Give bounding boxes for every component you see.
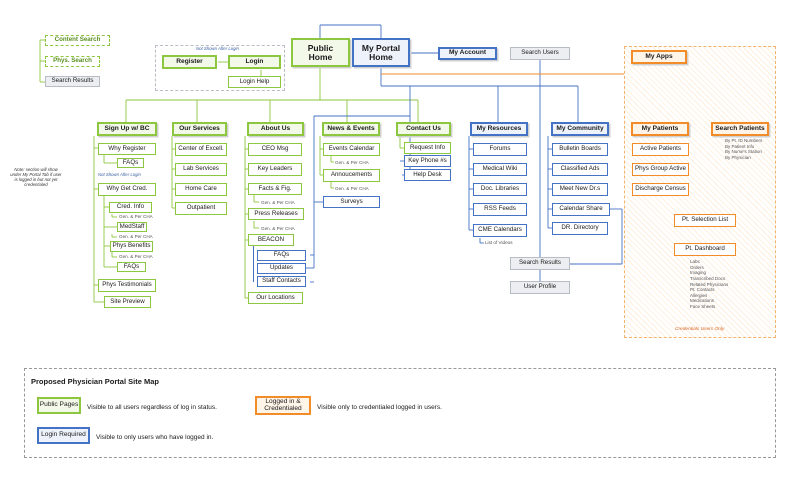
my-account-node[interactable]: My Account: [438, 47, 497, 60]
search-users-node[interactable]: Search Users: [510, 47, 570, 60]
community-item[interactable]: Classified Ads: [552, 163, 608, 176]
service-item[interactable]: Outpatient: [175, 202, 227, 215]
service-item[interactable]: Lab Services: [175, 163, 227, 176]
pt-dashboard-node[interactable]: Pt. Dashboard: [674, 243, 736, 256]
surveys-node[interactable]: Surveys: [323, 196, 380, 208]
ceo-msg-node[interactable]: CEO Msg: [248, 143, 302, 156]
press-sub: Gen. & Per CHA: [261, 226, 295, 231]
resource-item[interactable]: Forums: [473, 143, 527, 156]
medstaff-node[interactable]: MedStaff: [117, 222, 147, 232]
community-item[interactable]: Bulletin Boards: [552, 143, 608, 156]
site-preview-node[interactable]: Site Preview: [104, 296, 151, 308]
global-search-results[interactable]: Search Results: [45, 76, 100, 87]
credential-side-note: Note: section will show under My Portal …: [10, 167, 62, 187]
login-button[interactable]: Login: [228, 55, 281, 69]
sign-up-node[interactable]: Sign Up w/ BC: [97, 122, 157, 136]
my-resources-node[interactable]: My Resources: [470, 122, 528, 136]
content-search-link[interactable]: Content Search: [45, 35, 110, 46]
patient-list-item[interactable]: Discharge Census: [632, 183, 689, 196]
legend-login-desc: Visible to only users who have logged in…: [96, 434, 214, 441]
legend-cred-desc: Visible only to credentialed logged in u…: [317, 404, 442, 411]
help-desk-node[interactable]: Help Desk: [404, 169, 451, 181]
key-phone-node[interactable]: Key Phone #s: [404, 155, 451, 167]
search-patients-node[interactable]: Search Patients: [711, 122, 769, 136]
legend: Proposed Physician Portal Site Map Publi…: [24, 368, 776, 458]
resource-item[interactable]: CME Calendars: [473, 224, 527, 237]
resource-item[interactable]: Doc. Libraries: [473, 183, 527, 196]
cme-sub: List of Videos: [485, 240, 513, 245]
user-profile-node[interactable]: User Profile: [510, 281, 570, 294]
pt-selection-list-node[interactable]: Pt. Selection List: [674, 214, 736, 227]
login-help-link[interactable]: Login Help: [228, 76, 281, 88]
request-info-node[interactable]: Request Info: [404, 142, 451, 154]
events-calendar-node[interactable]: Events Calendar: [323, 143, 380, 156]
facts-node[interactable]: Facts & Fig.: [248, 183, 302, 195]
legend-public-desc: Visible to all users regardless of log i…: [87, 404, 217, 411]
signup-faqs-node[interactable]: FAQs: [117, 158, 144, 168]
key-leaders-node[interactable]: Key Leaders: [248, 163, 302, 176]
why-get-cred-node[interactable]: Why Get Cred.: [98, 183, 156, 196]
not-shown-after-login-note: Not Shown After Login: [196, 46, 239, 51]
patient-list-item[interactable]: Phys Group Active: [632, 163, 689, 176]
our-locations-node[interactable]: Our Locations: [248, 292, 303, 304]
legend-cred-swatch: Logged in & Credentialed: [255, 396, 311, 415]
signup-not-shown-note: Not Shown After Login: [98, 172, 141, 177]
legend-title: Proposed Physician Portal Site Map: [31, 377, 159, 386]
beacon-updates-node[interactable]: Updates: [257, 263, 306, 274]
beacon-faqs-node[interactable]: FAQs: [257, 250, 306, 261]
phys-benefits-sub: Gen. & Per CHA: [119, 254, 153, 259]
signup-faqs2-node[interactable]: FAQs: [117, 262, 146, 272]
search-patients-options: By Pt. ID Numbers By Patient Info By Nur…: [725, 138, 763, 160]
service-item[interactable]: Center of Excell.: [175, 143, 227, 156]
dashboard-items: Labs Orders Imaging Transcribed Docs Rel…: [690, 259, 729, 309]
about-us-node[interactable]: About Us: [247, 122, 304, 136]
my-apps-node[interactable]: My Apps: [631, 50, 687, 64]
staff-contacts-node[interactable]: Staff Contacts: [257, 276, 306, 287]
public-home-node[interactable]: Public Home: [291, 38, 350, 67]
service-item[interactable]: Home Care: [175, 183, 227, 196]
cred-info-node[interactable]: Cred. Info: [109, 202, 152, 213]
credentials-only-label: Credentials Users Only: [675, 327, 725, 332]
my-portal-home-node[interactable]: My Portal Home: [352, 38, 410, 67]
community-item[interactable]: DR. Directory: [552, 222, 608, 235]
legend-public-swatch: Public Pages: [37, 397, 81, 414]
press-releases-node[interactable]: Press Releases: [248, 208, 304, 220]
why-register-node[interactable]: Why Register: [98, 143, 156, 155]
phys-testimonials-node[interactable]: Phys Testimonials: [98, 279, 156, 292]
community-item[interactable]: Calendar Share: [552, 203, 610, 216]
my-community-node[interactable]: My Community: [551, 122, 609, 136]
my-patients-node[interactable]: My Patients: [631, 122, 689, 136]
legend-login-swatch: Login Required: [37, 427, 90, 444]
resource-item[interactable]: Medical Wiki: [473, 163, 527, 176]
events-sub: Gen. & Per CHA: [335, 160, 369, 165]
patient-list-item[interactable]: Active Patients: [632, 143, 689, 156]
announcements-node[interactable]: Annoucements: [323, 169, 380, 182]
phys-search-link[interactable]: Phys. Search: [45, 56, 100, 67]
portal-search-results[interactable]: Search Results: [510, 257, 570, 270]
news-events-node[interactable]: News & Events: [322, 122, 380, 136]
beacon-stem: [253, 246, 254, 282]
phys-benefits-node[interactable]: Phys Benefits: [110, 241, 153, 252]
community-item[interactable]: Meet New Dr.s: [552, 183, 608, 196]
our-services-node[interactable]: Our Services: [172, 122, 227, 136]
facts-sub: Gen. & Per CHA: [261, 200, 295, 205]
resource-item[interactable]: RSS Feeds: [473, 203, 527, 216]
cred-info-sub: Gen. & Per CHA: [119, 214, 153, 219]
announcements-sub: Gen. & Per CHA: [335, 186, 369, 191]
contact-us-node[interactable]: Contact Us: [396, 122, 451, 136]
medstaff-sub: Gen. & Per CHA: [119, 234, 153, 239]
register-button[interactable]: Register: [162, 55, 217, 69]
login-area: [155, 45, 285, 91]
beacon-node[interactable]: BEACON: [248, 234, 294, 246]
